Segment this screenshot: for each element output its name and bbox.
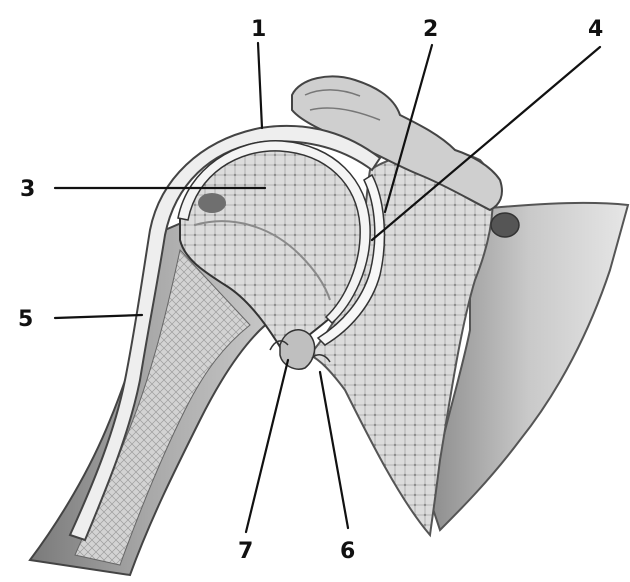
label-6: 6 (340, 539, 355, 564)
label-7: 7 (238, 539, 253, 564)
axillary-recess (280, 330, 315, 369)
greater-tubercle-shadow (198, 193, 226, 213)
leader-line-7 (246, 360, 288, 532)
label-3: 3 (20, 177, 35, 202)
coracoid-hole (491, 213, 519, 237)
label-5: 5 (18, 307, 33, 332)
leader-line-6 (320, 372, 348, 528)
label-1: 1 (251, 17, 266, 42)
leader-line-5 (55, 315, 142, 318)
label-4: 4 (588, 17, 603, 42)
label-2: 2 (423, 17, 438, 42)
leader-line-1 (258, 43, 262, 128)
